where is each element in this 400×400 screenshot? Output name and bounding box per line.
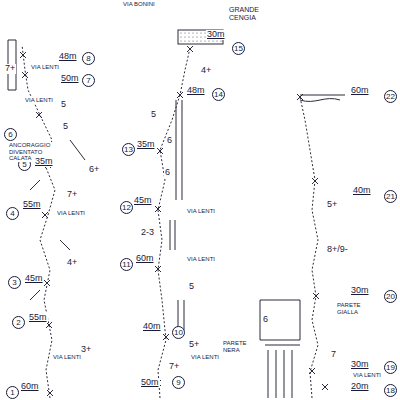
route-label: VIA LENTI	[24, 97, 54, 104]
pitch-number-text: 12	[122, 204, 131, 212]
route-label: 5+	[326, 200, 338, 210]
route-label: VIA LENTI	[56, 210, 86, 217]
route-label: 55m	[22, 200, 42, 210]
pitch-number: 8	[82, 52, 95, 65]
route-label: 40m	[352, 186, 372, 196]
pitch-number-text: 6	[8, 131, 12, 139]
route-label: 50m	[60, 74, 80, 84]
pitch-number-text: 10	[174, 329, 183, 337]
route-label: VIA LENTI	[186, 256, 216, 263]
route-label: 2-3	[140, 228, 155, 238]
pitch-number-text: 7	[86, 77, 90, 85]
route-label: 55m	[28, 313, 48, 323]
pitch-number-text: 2	[16, 319, 20, 327]
pitch-number: 9	[172, 376, 185, 389]
route-label: 6	[262, 315, 269, 325]
pitch-number: 2	[12, 316, 25, 329]
route-label: VIA LENTI	[30, 64, 60, 71]
pitch-number-text: 15	[234, 45, 243, 53]
route-label: 5	[188, 282, 195, 292]
route-label: 48m	[58, 52, 78, 62]
pitch-number-text: 22	[386, 93, 395, 101]
route-label: 30m	[350, 286, 370, 296]
pitch-number: 11	[120, 258, 133, 271]
pitch-number: 22	[384, 90, 397, 103]
pitch-number-text: 8	[86, 55, 90, 63]
pitch-number: 13	[122, 143, 135, 156]
pitch-number: 7	[82, 74, 95, 87]
route-label: 40m	[142, 322, 162, 332]
route-label: GRANDE CENGIA	[228, 6, 270, 21]
route-label: 5	[150, 110, 157, 120]
pitch-number: 10	[172, 326, 185, 339]
route-label: VIA LENTI	[52, 354, 82, 361]
pitch-number: 21	[384, 190, 397, 203]
pitch-number-text: 21	[386, 193, 395, 201]
route-label: 35m	[34, 157, 54, 167]
route-label: VIA LENTI	[352, 372, 382, 379]
pitch-number-text: 3	[12, 279, 16, 287]
route-label: 6	[166, 136, 173, 146]
route-label: 4+	[66, 258, 78, 268]
pitch-number: 14	[212, 88, 225, 101]
route-label: 50m	[140, 378, 160, 388]
pitch-number: 20	[384, 290, 397, 303]
route-label: 45m	[24, 274, 44, 284]
pitch-number-text: 19	[386, 364, 395, 372]
route-label: 48m	[186, 86, 206, 96]
pitch-number: 19	[384, 361, 397, 374]
route-label: VIA BONINI	[122, 1, 156, 8]
pitch-number: 18	[384, 384, 397, 397]
pitch-number: 15	[232, 42, 245, 55]
route-label: 7+	[66, 190, 78, 200]
route-label: 5	[60, 100, 67, 110]
route-label: 6	[164, 168, 171, 178]
pitch-number: 3	[8, 276, 21, 289]
route-label: 7	[330, 350, 337, 360]
route-label: VIA LENTI	[190, 354, 220, 361]
route-label: 20m	[350, 382, 370, 392]
route-label: 4+	[200, 66, 212, 76]
route-label: 60m	[350, 86, 370, 96]
pitch-number: 12	[120, 201, 133, 214]
route-label: 5	[62, 122, 69, 132]
pitch-number-text: 18	[386, 387, 395, 395]
route-label: 35m	[136, 140, 156, 150]
route-label: 30m	[206, 30, 226, 40]
route-label: 60m	[135, 254, 155, 264]
pitch-number-text: 9	[176, 379, 180, 387]
route-label: 6+	[88, 165, 100, 175]
route-label: 5+	[188, 340, 200, 350]
pitch-number: 4	[6, 207, 19, 220]
route-label: 7+	[4, 64, 16, 74]
route-label: 7+	[168, 362, 180, 372]
pitch-number-text: 14	[214, 91, 223, 99]
route-label: PARETE NERA	[222, 340, 260, 353]
pitch-number: 1	[6, 386, 19, 399]
route-label: PARETE GIALLA	[336, 302, 378, 315]
route-label: VIA LENTI	[186, 208, 216, 215]
pitch-number-text: 4	[10, 210, 14, 218]
pitch-number-text: 13	[124, 146, 133, 154]
route-label: 60m	[20, 382, 40, 392]
route-label: 3+	[80, 345, 92, 355]
pitch-number-text: 1	[10, 389, 14, 397]
pitch-number-text: 20	[386, 293, 395, 301]
route-label: 45m	[133, 196, 153, 206]
route-label: 30m	[350, 360, 370, 370]
pitch-number: 6	[4, 128, 17, 141]
pitch-number-text: 11	[122, 261, 130, 269]
route-label: 8+/9-	[326, 245, 349, 255]
